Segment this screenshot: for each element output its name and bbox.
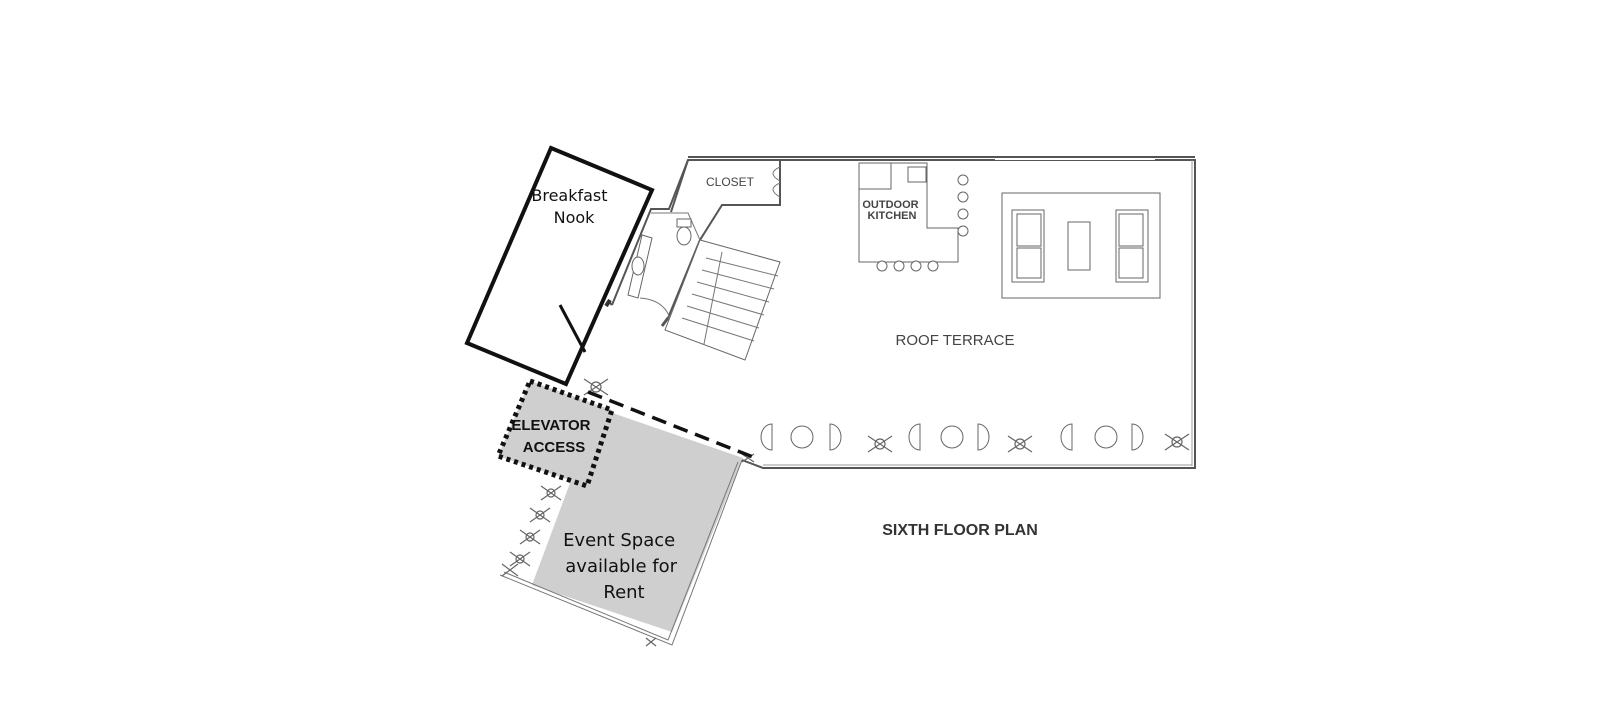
- room-label-closet: CLOSET: [706, 175, 755, 189]
- closet-doors: [772, 166, 781, 198]
- room-label-outdoor-kitchen: OUTDOOR KITCHEN: [862, 199, 921, 222]
- toilet-icon: [676, 218, 692, 246]
- outdoor-kitchen-counter: [858, 162, 969, 272]
- event-space-divider: [587, 390, 759, 461]
- event-space-wall-inner: [503, 461, 739, 641]
- bathroom-door: [639, 297, 673, 327]
- event-space-wall: [499, 459, 743, 646]
- sink-icon: [627, 234, 653, 299]
- staircase: [664, 239, 781, 361]
- room-label-elevator-access: ELEVATOR ACCESS: [511, 417, 594, 456]
- bistro-tables: [760, 423, 1144, 451]
- room-label-roof-terrace: ROOF TERRACE: [896, 332, 1015, 349]
- breakfast-nook-outline: [464, 145, 655, 387]
- room-label-event-space: Event Space available for Rent: [563, 530, 683, 603]
- interior-walls: [604, 159, 781, 327]
- plan-title: SIXTH FLOOR PLAN: [882, 522, 1038, 539]
- room-label-breakfast-nook: Breakfast Nook: [531, 186, 612, 227]
- elevator-access-outline: [494, 377, 616, 490]
- lounge-seating: [1001, 192, 1161, 299]
